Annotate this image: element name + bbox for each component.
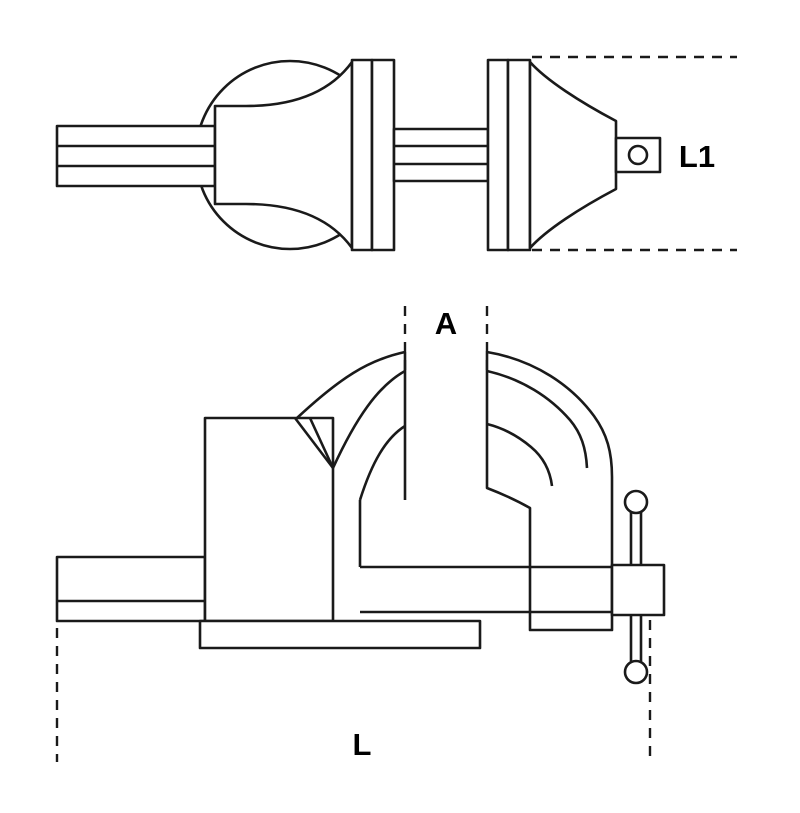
dimension-label-a: A <box>435 306 457 341</box>
fixed-jaw-plate-inner <box>350 58 374 252</box>
fixed-body-block <box>203 416 335 623</box>
dimension-label-l1: L1 <box>679 139 715 174</box>
movable-jaw-lower-curve <box>486 422 554 487</box>
movable-jaw-plate-outer <box>486 58 510 252</box>
screw-end-block <box>610 563 666 617</box>
movable-jaw-body-side-view <box>485 350 614 632</box>
base-plate <box>198 619 482 650</box>
handle-ball-bottom <box>623 659 649 685</box>
body-chamfer-line <box>308 417 335 469</box>
fixed-jaw-inner-curve <box>331 369 406 469</box>
movable-jaw-plate-inner <box>506 58 532 252</box>
dimension-label-l: L <box>353 727 372 762</box>
fixed-jaw-outer-curve <box>296 350 406 419</box>
movable-jaw-inner-curve <box>486 369 589 469</box>
handle-ball-top <box>623 489 649 515</box>
handle-hole <box>627 144 649 166</box>
top-view: L1 <box>55 55 737 252</box>
movable-jaw-body-top-view <box>528 60 618 250</box>
side-view: A <box>55 306 666 762</box>
handle-bar-side-view <box>55 555 207 623</box>
fixed-jaw-lower-curve <box>358 424 406 501</box>
handle-bar-top-view <box>55 124 217 188</box>
body-chamfer-line <box>293 417 335 469</box>
fixed-jaw-plate-outer <box>370 58 396 252</box>
slide-rail-top-view <box>392 127 490 183</box>
